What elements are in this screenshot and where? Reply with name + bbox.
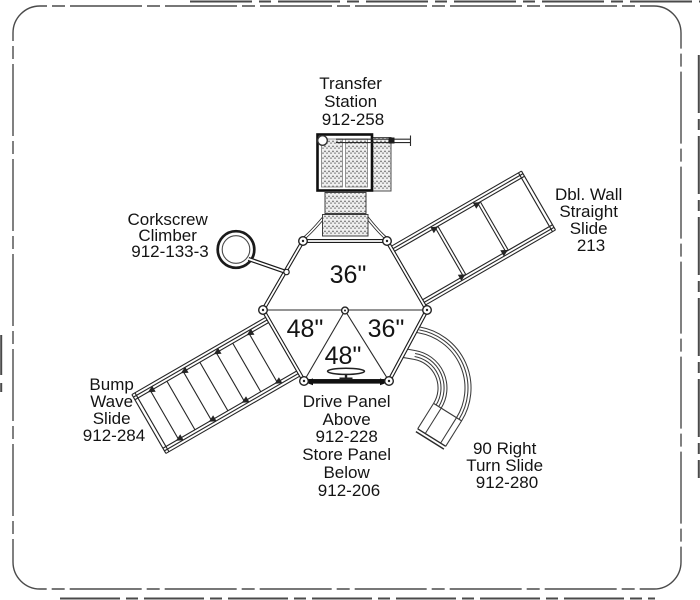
- station-post: [317, 134, 329, 146]
- station-step-upper: [324, 192, 367, 214]
- deck-triangle-left: [303, 310, 346, 382]
- corkscrew-climber: [216, 229, 290, 276]
- dbl-wall-straight-slide: [390, 170, 556, 306]
- dimension-center: 48": [325, 342, 362, 370]
- deck-triangle-right: [344, 310, 390, 382]
- deck-posts: [258, 235, 433, 387]
- station-step-lower: [322, 214, 369, 237]
- turn-slide-90-right-label: 90 Right Turn Slide 912-280: [466, 439, 548, 492]
- dimension-top: 36": [330, 261, 367, 289]
- drawing-frame: [12, 5, 682, 590]
- dimension-right: 36": [368, 315, 405, 343]
- transfer-station: [300, 133, 412, 242]
- station-handrail: [336, 135, 412, 146]
- bump-wave-slide: [131, 317, 300, 454]
- corkscrew-climber-label: Corkscrew Climber 912-133-3: [127, 210, 212, 261]
- steering-wheel: [326, 367, 366, 376]
- drive-store-panel-label: Drive Panel Above 912-228 Store Panel Be…: [302, 392, 396, 500]
- station-side-deck: [371, 137, 392, 192]
- transfer-station-label: Transfer Station 912-258: [319, 74, 386, 129]
- dbl-wall-straight-slide-label: Dbl. Wall Straight Slide 213: [555, 185, 627, 255]
- turn-slide-90-right: [402, 324, 472, 450]
- bump-wave-slide-label: Bump Wave Slide 912-284: [83, 375, 145, 445]
- dimension-left: 48": [287, 315, 324, 343]
